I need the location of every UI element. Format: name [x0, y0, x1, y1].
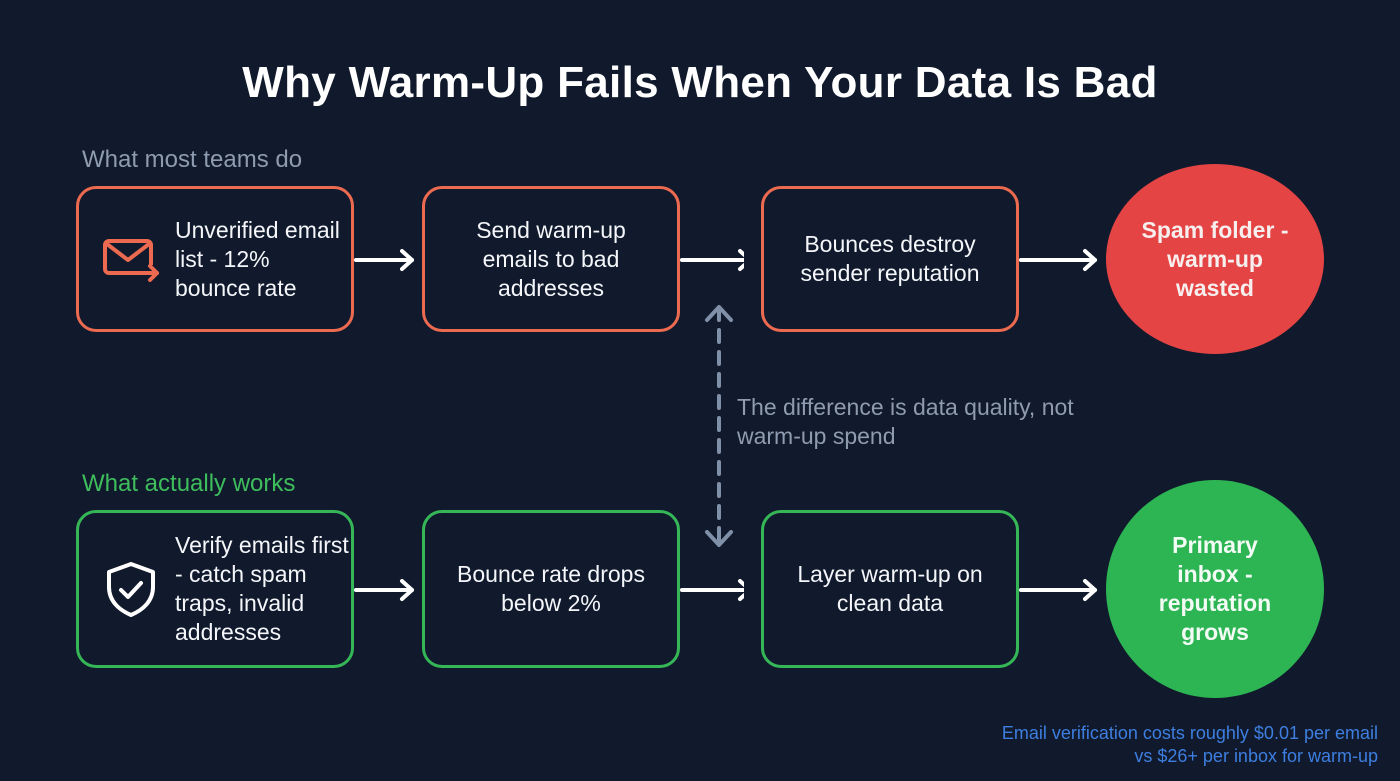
good-step-3: Layer warm-up on clean data	[761, 510, 1019, 668]
good-step-2-text: Bounce rate drops below 2%	[457, 561, 645, 616]
bad-step-2: Send warm-up emails to bad addresses	[422, 186, 680, 332]
good-outcome-circle: Primary inbox - reputation grows	[1106, 480, 1324, 698]
good-outcome-text: Primary inbox - reputation grows	[1158, 532, 1272, 645]
double-arrow-dashed-icon	[705, 305, 733, 548]
footnote: Email verification costs roughly $0.01 p…	[1001, 723, 1378, 766]
bad-outcome-text: Spam folder - warm-up wasted	[1141, 216, 1289, 301]
comparison-note: The difference is data quality, not warm…	[737, 394, 1074, 449]
bad-step-3: Bounces destroy sender reputation	[761, 186, 1019, 332]
arrow-right-icon	[354, 579, 414, 601]
page-title: Why Warm-Up Fails When Your Data Is Bad	[242, 58, 1158, 107]
arrow-right-icon	[1019, 249, 1097, 271]
shield-check-icon	[107, 562, 155, 617]
arrow-right-icon	[1019, 579, 1097, 601]
arrow-right-icon	[680, 579, 744, 601]
bad-step-3-text: Bounces destroy sender reputation	[800, 231, 980, 286]
good-step-1-text: Verify emails first - catch spam traps, …	[175, 532, 349, 645]
bad-outcome-circle: Spam folder - warm-up wasted	[1106, 164, 1324, 354]
good-step-2: Bounce rate drops below 2%	[422, 510, 680, 668]
good-step-3-text: Layer warm-up on clean data	[797, 561, 983, 616]
email-send-icon	[103, 239, 159, 282]
bad-step-1: Unverified email list - 12% bounce rate	[76, 186, 354, 332]
bad-step-1-text: Unverified email list - 12% bounce rate	[175, 216, 340, 301]
section-label-good: What actually works	[82, 470, 296, 497]
section-label-bad: What most teams do	[82, 146, 303, 173]
arrow-right-icon	[680, 249, 744, 271]
arrow-right-icon	[354, 249, 414, 271]
bad-step-2-text: Send warm-up emails to bad addresses	[476, 216, 626, 301]
good-step-1: Verify emails first - catch spam traps, …	[76, 510, 354, 668]
